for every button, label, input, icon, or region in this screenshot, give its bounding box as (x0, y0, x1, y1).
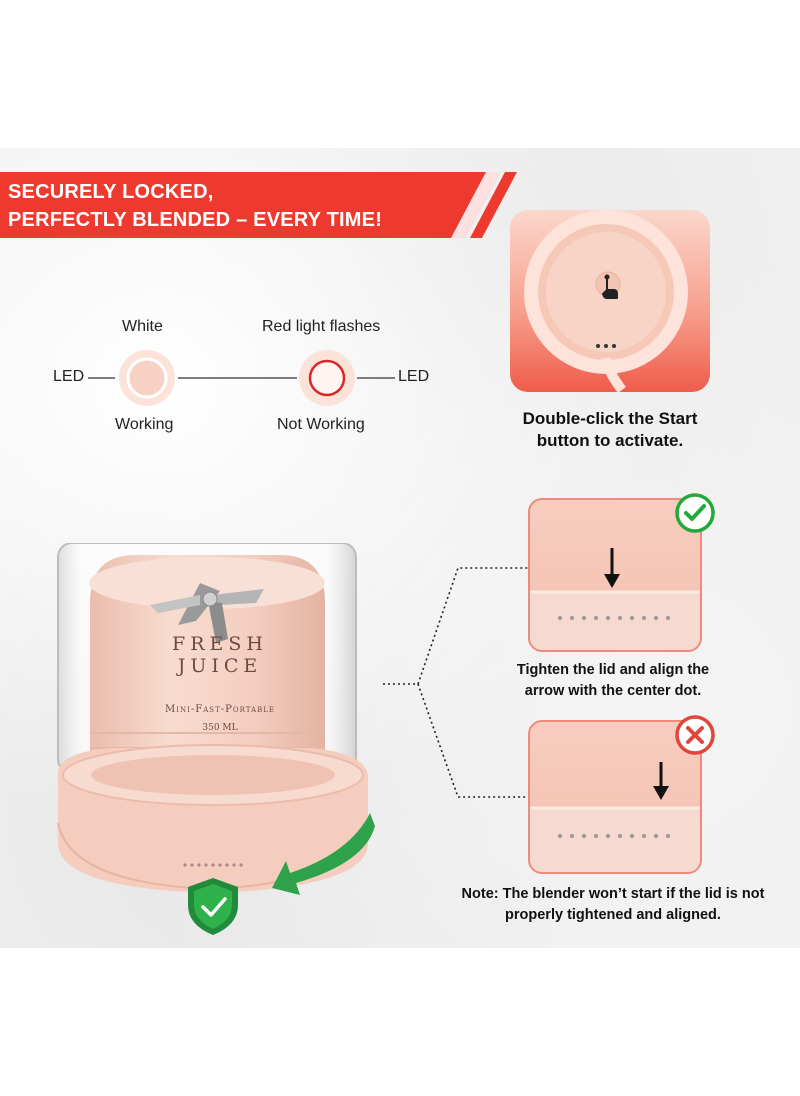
red-led-status: Not Working (277, 416, 365, 433)
product-tagline: Mini-Fast-Portable (165, 704, 275, 715)
led-right-label: LED (398, 368, 430, 385)
base-alignment-dots (183, 863, 243, 867)
incorrect-caption-line-1: Note: The blender won’t start if the lid… (461, 886, 765, 902)
white-led-title: White (122, 318, 163, 335)
rotate-arrow-icon (272, 813, 375, 895)
correct-alignment-caption: Tighten the lid and align the arrow with… (470, 660, 756, 702)
red-led-title: Red light flashes (262, 318, 381, 335)
check-icon (675, 493, 715, 533)
correct-caption-line-1: Tighten the lid and align the (516, 662, 710, 678)
alignment-dots (558, 616, 670, 620)
cross-icon (675, 715, 715, 755)
correct-alignment-card (528, 498, 702, 652)
start-caption-line-2: button to activate. (536, 431, 684, 450)
incorrect-alignment-caption: Note: The blender won’t start if the lid… (440, 884, 786, 926)
led-left-label: LED (53, 368, 85, 385)
headline-line-1: SECURELY LOCKED, (8, 181, 214, 203)
blender-base-illustration (57, 543, 375, 935)
red-led-icon (299, 350, 355, 406)
down-arrow-icon (604, 548, 620, 588)
brand-line-2: JUICE (177, 655, 263, 677)
connector-lines (383, 567, 528, 798)
white-led-icon (119, 350, 175, 406)
shield-check-icon (188, 878, 238, 935)
product-brand: FRESH JUICE (120, 633, 320, 677)
headline-line-2: PERFECTLY BLENDED – EVERY TIME! (8, 209, 383, 231)
charging-port-dots (596, 344, 616, 348)
tap-finger-icon (602, 274, 618, 299)
incorrect-caption-line-2: properly tightened and aligned. (505, 907, 721, 923)
headline-text: SECURELY LOCKED, PERFECTLY BLENDED – EVE… (8, 178, 382, 234)
blade-icon (150, 583, 264, 643)
brand-line-1: FRESH (172, 633, 268, 655)
start-caption-line-1: Double-click the Start (522, 409, 698, 428)
white-led-status: Working (115, 416, 174, 433)
misaligned-arrow-icon (653, 762, 669, 800)
start-button-caption: Double-click the Start button to activat… (490, 408, 730, 452)
correct-caption-line-2: arrow with the center dot. (524, 683, 702, 699)
infographic-panel: SECURELY LOCKED, PERFECTLY BLENDED – EVE… (0, 148, 800, 948)
product-capacity: 350 ML (202, 723, 238, 733)
incorrect-alignment-card (528, 720, 702, 874)
led-diagram (88, 350, 395, 406)
alignment-dots (558, 834, 670, 838)
start-button-card (510, 210, 710, 392)
headline-banner (0, 172, 517, 238)
